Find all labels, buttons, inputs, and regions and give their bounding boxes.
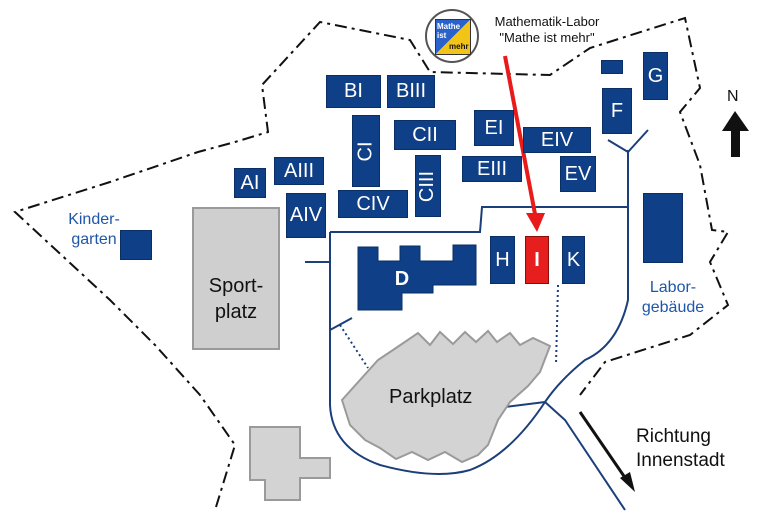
building-aiv: AIV (286, 193, 326, 238)
building-i-highlight: I (525, 236, 549, 284)
building-ai: AI (234, 168, 266, 198)
mathe-ist-mehr-logo: Mathe ist mehr (425, 9, 479, 63)
labor-line1: Labor- (649, 279, 697, 296)
road-south-link (504, 401, 546, 408)
building-g: G (643, 52, 668, 100)
lab-caption-line1: Mathematik-Labor (494, 14, 600, 29)
building-eiii: EIII (462, 156, 522, 182)
sports-field-label: Sport- platz (194, 273, 278, 325)
building-ev: EV (560, 156, 596, 192)
road-divider (329, 317, 353, 331)
labor-label: Labor- gebäude (632, 278, 714, 318)
labor-line2: gebäude (641, 299, 705, 316)
logo-emblem (435, 19, 471, 55)
building-aiii: AIII (274, 157, 324, 185)
lab-caption-line2: "Mathe ist mehr" (499, 30, 595, 45)
building-cii: CII (394, 120, 456, 150)
building-small (601, 60, 623, 74)
kindergarten-line2: garten (71, 231, 117, 248)
building-labor (643, 193, 683, 263)
outbuilding-area (249, 426, 331, 501)
direction-line2: Innenstadt (636, 450, 725, 471)
road-east (544, 207, 629, 403)
north-label: N (727, 88, 739, 105)
building-biii: BIII (387, 75, 435, 108)
road-to-city (544, 401, 626, 511)
kindergarten-label: Kinder- garten (62, 210, 126, 250)
building-ci: CI (352, 115, 380, 187)
building-bi: BI (326, 75, 381, 108)
north-arrow-icon (722, 111, 749, 157)
logo-text-3: mehr (449, 42, 469, 51)
road-north (330, 206, 628, 233)
parking-label: Parkplatz (389, 386, 473, 408)
sports-field-line2: platz (214, 301, 258, 323)
building-ei: EI (474, 110, 514, 146)
logo-text-1: Mathe (437, 22, 461, 31)
building-ciii: CIII (415, 155, 441, 217)
building-d-label: D (395, 268, 409, 290)
lab-caption: Mathematik-Labor "Mathe ist mehr" (483, 14, 611, 46)
road-east-branch (607, 129, 649, 154)
pointer-arrow-icon (503, 55, 545, 232)
sports-field-line1: Sport- (208, 275, 264, 297)
logo-text-2: ist (437, 31, 447, 40)
building-k: K (562, 236, 585, 284)
road-west (329, 232, 546, 475)
building-f: F (602, 88, 632, 134)
direction-line1: Richtung (636, 426, 711, 447)
building-h: H (490, 236, 515, 284)
footpath-west (339, 324, 369, 369)
building-kindergarten (120, 230, 152, 260)
building-eiv: EIV (523, 127, 591, 153)
direction-label: Richtung Innenstadt (636, 425, 725, 473)
kindergarten-line1: Kinder- (68, 211, 120, 228)
building-civ: CIV (338, 190, 408, 218)
building-d-shape (357, 244, 477, 311)
footpath-east (555, 284, 559, 366)
sports-field: Sport- platz (192, 207, 280, 350)
parking-area (340, 329, 552, 464)
direction-arrow-icon (578, 411, 635, 492)
